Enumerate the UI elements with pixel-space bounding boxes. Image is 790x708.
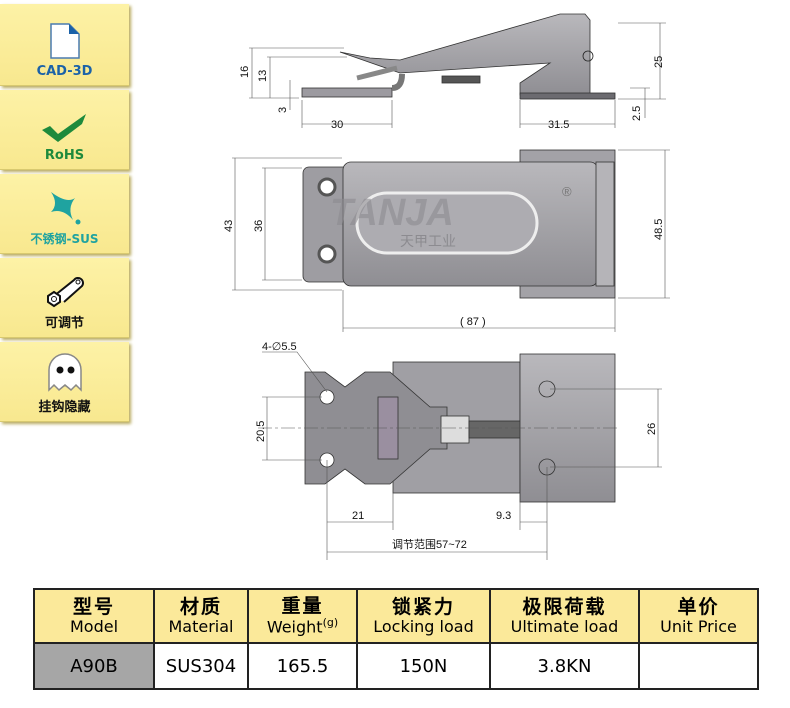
cell-ultimate-load: 3.8KN [489,642,640,690]
weight-unit: (g) [322,615,339,629]
adjustment-range: 调节范围57~72 [392,537,467,551]
feature-label: 可调节 [44,316,84,331]
header-en: Ultimate load [510,616,619,636]
dim-25: 25 [653,56,665,68]
dim-2-5: 2.5 [631,106,643,121]
header-zh: 型号 [72,595,115,618]
checkmark-icon [41,114,86,142]
hole-callout: 4-∅5.5 [262,341,297,353]
watermark-subtitle: 天甲工业 [400,233,456,249]
dim-9-3: 9.3 [496,510,511,522]
table-row: A90B SUS304 165.5 150N 3.8KN [33,642,759,690]
technical-drawing: 16 13 3 30 31.5 25 2.5 TANJA 天甲工业 ® [223,13,670,560]
feature-tile-stainless[interactable]: 不锈钢-SUS [0,174,129,254]
adjustment-screw [468,420,522,439]
dim-43: 43 [223,220,235,232]
feature-label: 挂钩隐藏 [38,400,91,415]
cell-weight: 165.5 [247,642,358,690]
header-zh: 材质 [179,595,222,618]
feature-label: RoHS [44,148,85,163]
feature-tile-cad-3d[interactable]: CAD-3D [0,4,129,86]
latch-body [339,13,591,96]
cell-unit-price [638,642,759,690]
feature-label: CAD-3D [36,64,93,79]
dim-16: 16 [239,66,251,78]
sparkle-icon [50,192,80,225]
dim-21: 21 [352,510,364,522]
base-plate [301,87,393,98]
top-view: TANJA 天甲工业 ® [232,149,670,332]
header-en: Weight [266,617,323,637]
dim-13: 13 [257,70,269,82]
feature-tile-rohs[interactable]: RoHS [0,90,129,170]
registered-mark: ® [562,184,572,199]
watermark-logo: TANJA [330,192,454,234]
ghost-icon [47,353,82,392]
finger-slot [355,191,539,255]
header-en: Material [168,616,234,636]
header-en: Model [69,616,119,636]
feature-label: 不锈钢-SUS [30,232,99,246]
feature-tile-adjustable[interactable]: 可调节 [0,258,129,338]
side-view [249,13,666,128]
header-zh: 单价 [677,595,720,618]
dim-31-5: 31.5 [548,119,569,131]
header-zh: 极限荷载 [522,595,607,618]
feature-tile-hidden-hook[interactable]: 挂钩隐藏 [0,342,129,422]
hook-bend [391,73,405,91]
screw-block [441,75,481,84]
dim-30: 30 [331,119,343,131]
dim-20-5: 20.5 [255,421,267,442]
dim-87: ( 87 ) [460,316,486,328]
header-zh: 锁紧力 [391,595,455,618]
document-icon [49,23,80,59]
wrench-icon [46,277,84,308]
dim-48-5: 48.5 [653,219,665,240]
header-en: Locking load [373,616,474,636]
dim-36: 36 [253,220,265,232]
header-en: Unit Price [660,616,737,636]
cell-material: SUS304 [153,642,249,690]
cell-model: A90B [33,642,155,690]
dim-3: 3 [277,107,289,113]
cell-locking-load: 150N [356,642,491,690]
dim-26: 26 [646,423,658,435]
header-zh: 重量 [281,595,324,618]
bottom-view [258,351,662,560]
